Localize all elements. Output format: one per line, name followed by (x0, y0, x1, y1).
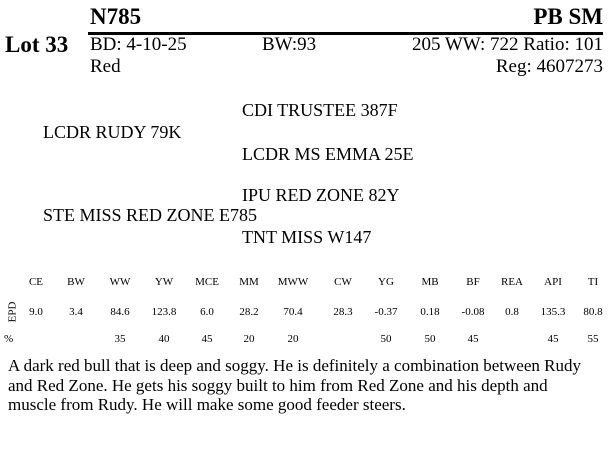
epd-percent-api: 45 (547, 333, 559, 345)
header-rule (88, 32, 603, 35)
epd-header-ti: TI (587, 276, 599, 288)
epd-header-mm: MM (239, 276, 259, 288)
epd-value-api: 135.3 (540, 306, 566, 318)
epd-value-mce: 6.0 (200, 306, 214, 318)
epd-percent-mm: 20 (243, 333, 255, 345)
epd-percent-yg: 50 (380, 333, 392, 345)
epd-value-ti: 80.8 (583, 306, 603, 318)
epd-value-mm: 28.2 (239, 306, 259, 318)
epd-header-bf: BF (466, 276, 480, 288)
epd-header-cw: CW (334, 276, 352, 288)
epd-percent-mww: 20 (287, 333, 299, 345)
epd-header-bw: BW (67, 276, 85, 288)
epd-value-yg: -0.37 (374, 306, 398, 318)
weaning-weight: 205 WW: 722 Ratio: 101 (411, 34, 603, 55)
epd-header-mb: MB (421, 276, 439, 288)
sire: LCDR RUDY 79K (43, 122, 182, 142)
epd-percent-yw: 40 (158, 333, 170, 345)
epd-value-ww: 84.6 (110, 306, 130, 318)
epd-percent-mce: 45 (201, 333, 213, 345)
epd-percent-ww: 35 (114, 333, 126, 345)
sire-dam: LCDR MS EMMA 25E (242, 144, 414, 164)
epd-header-mww: MWW (277, 276, 309, 288)
epd-row-label: EPD (6, 301, 19, 323)
epd-header-yw: YW (154, 276, 174, 288)
epd-percent-ti: 55 (587, 333, 599, 345)
epd-header-yg: YG (378, 276, 394, 288)
description: A dark red bull that is deep and soggy. … (8, 356, 581, 414)
registration: Reg: 4607273 (495, 56, 603, 77)
epd-value-rea: 0.8 (505, 306, 519, 318)
dam-dam: TNT MISS W147 (242, 227, 372, 247)
epd-value-mww: 70.4 (283, 306, 303, 318)
epd-value-bf: -0.08 (461, 306, 485, 318)
dam-sire: IPU RED ZONE 82Y (242, 185, 400, 205)
percent-row-label: % (4, 333, 14, 345)
epd-header-api: API (544, 276, 562, 288)
epd-header-ww: WW (109, 276, 131, 288)
birth-weight: BW:93 (262, 34, 317, 55)
epd-value-cw: 28.3 (333, 306, 353, 318)
epd-value-bw: 3.4 (69, 306, 83, 318)
epd-header-ce: CE (28, 276, 44, 288)
birth-date: BD: 4-10-25 (90, 34, 187, 55)
epd-value-ce: 9.0 (29, 306, 43, 318)
tag-number: N785 (90, 4, 142, 29)
epd-value-mb: 0.18 (420, 306, 440, 318)
epd-header-rea: REA (501, 276, 523, 288)
epd-header-mce: MCE (195, 276, 219, 288)
color: Red (90, 56, 121, 77)
sire-sire: CDI TRUSTEE 387F (242, 100, 398, 120)
epd-percent-bf: 45 (467, 333, 479, 345)
dam: STE MISS RED ZONE E785 (43, 205, 258, 225)
epd-percent-mb: 50 (424, 333, 436, 345)
herd-prefix: PB SM (533, 4, 603, 29)
lot-number: Lot 33 (5, 32, 69, 57)
epd-value-yw: 123.8 (151, 306, 177, 318)
